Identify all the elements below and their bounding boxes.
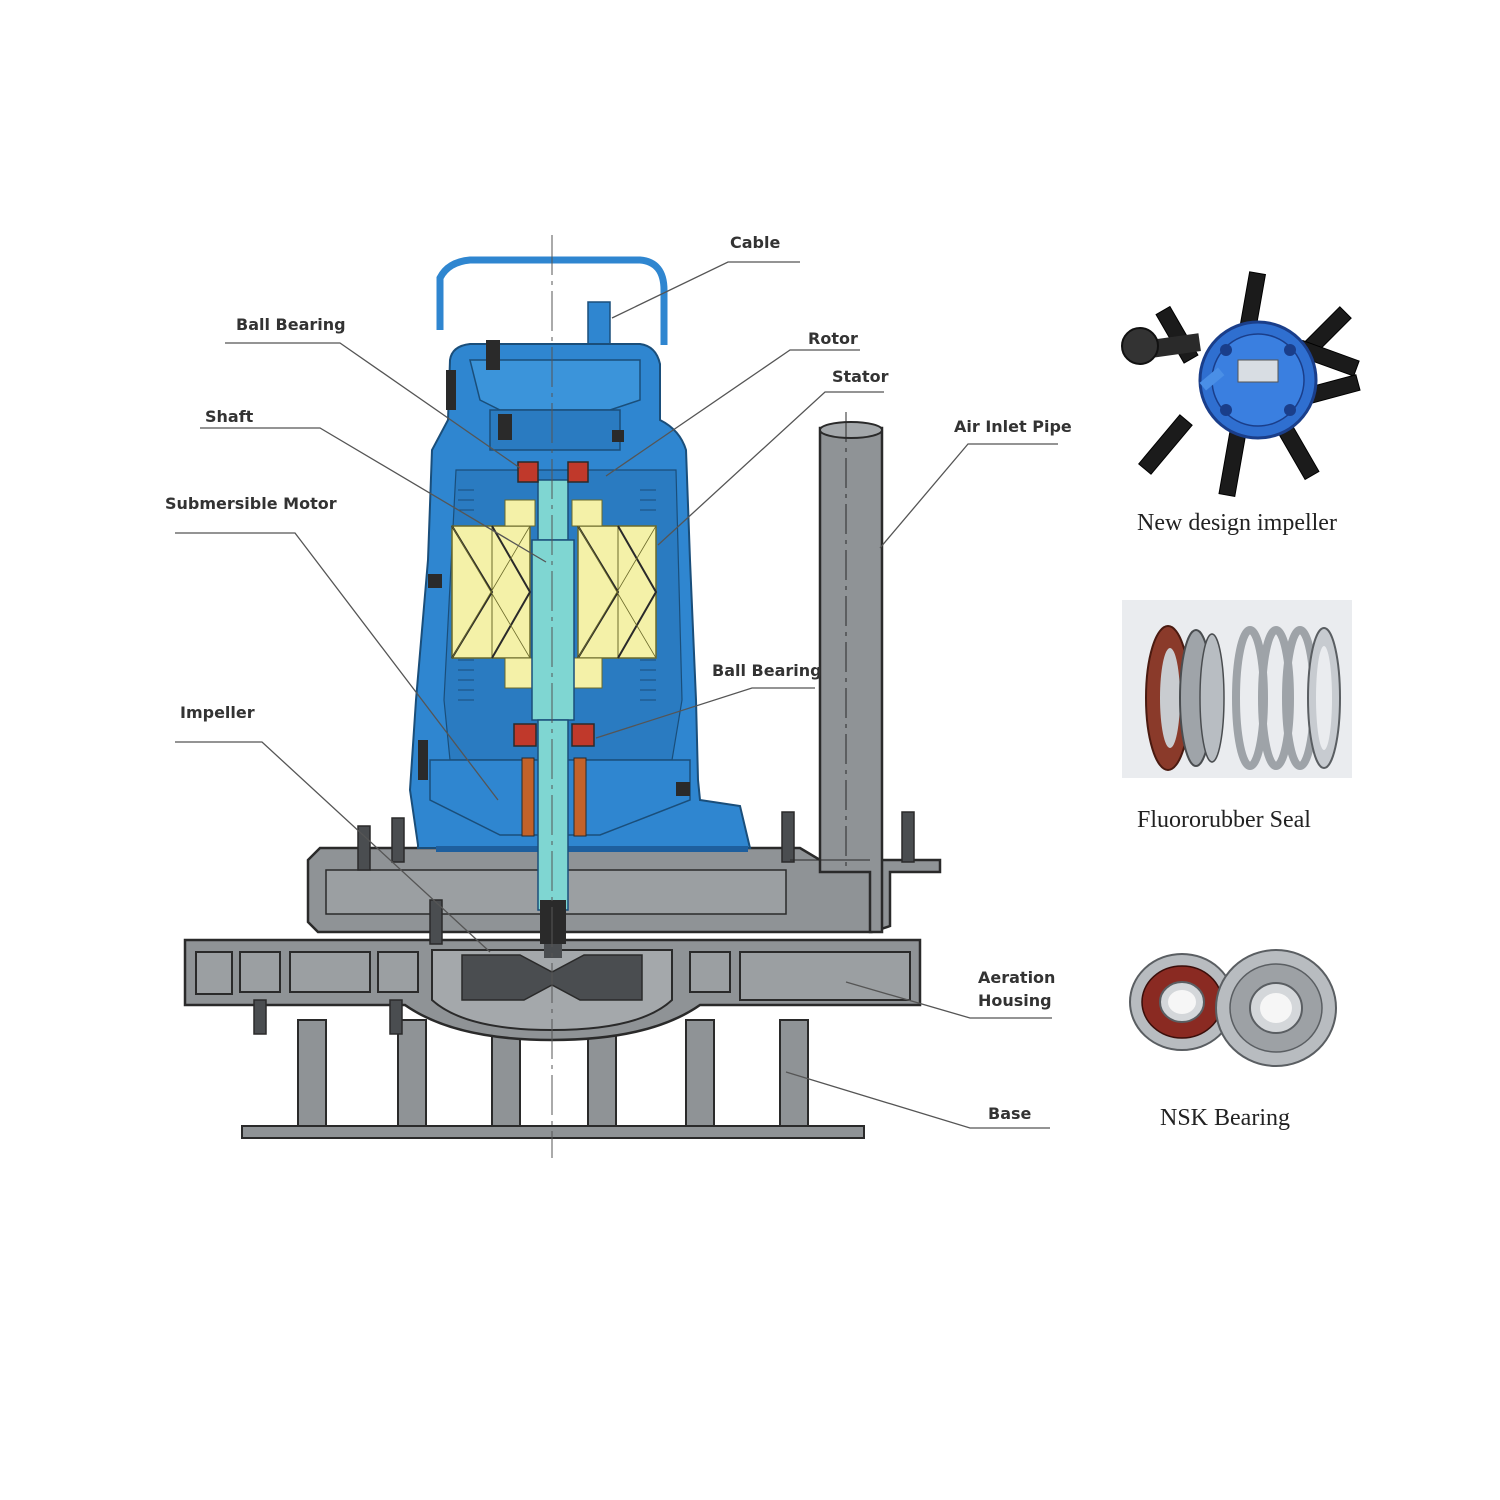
caption-fluororubber-seal: Fluororubber Seal bbox=[1137, 807, 1311, 833]
label-shaft: Shaft bbox=[205, 407, 254, 426]
leader-lines bbox=[175, 261, 1058, 1129]
label-aeration: Aeration bbox=[978, 968, 1055, 987]
label-cable: Cable bbox=[730, 233, 780, 252]
caption-new-design-impeller: New design impeller bbox=[1137, 510, 1337, 536]
shaft bbox=[531, 479, 575, 958]
bearing-photo bbox=[1129, 949, 1337, 1067]
impeller-photo bbox=[1121, 271, 1361, 497]
label-stator: Stator bbox=[832, 367, 889, 386]
label-ball-bearing-bottom: Ball Bearing bbox=[712, 661, 822, 680]
label-impeller: Impeller bbox=[180, 703, 255, 722]
label-ball-bearing-top: Ball Bearing bbox=[236, 315, 346, 334]
ball-bearings bbox=[513, 461, 595, 837]
caption-nsk-bearing: NSK Bearing bbox=[1160, 1105, 1290, 1131]
seal-photo bbox=[1122, 600, 1352, 778]
label-air-inlet-pipe: Air Inlet Pipe bbox=[954, 417, 1072, 436]
label-submersible-motor: Submersible Motor bbox=[165, 494, 337, 513]
air-inlet-pipe bbox=[790, 412, 884, 934]
stator-winding bbox=[451, 499, 658, 689]
label-rotor: Rotor bbox=[808, 329, 858, 348]
label-housing: Housing bbox=[978, 991, 1052, 1010]
label-base: Base bbox=[988, 1104, 1032, 1123]
base bbox=[241, 1019, 865, 1139]
